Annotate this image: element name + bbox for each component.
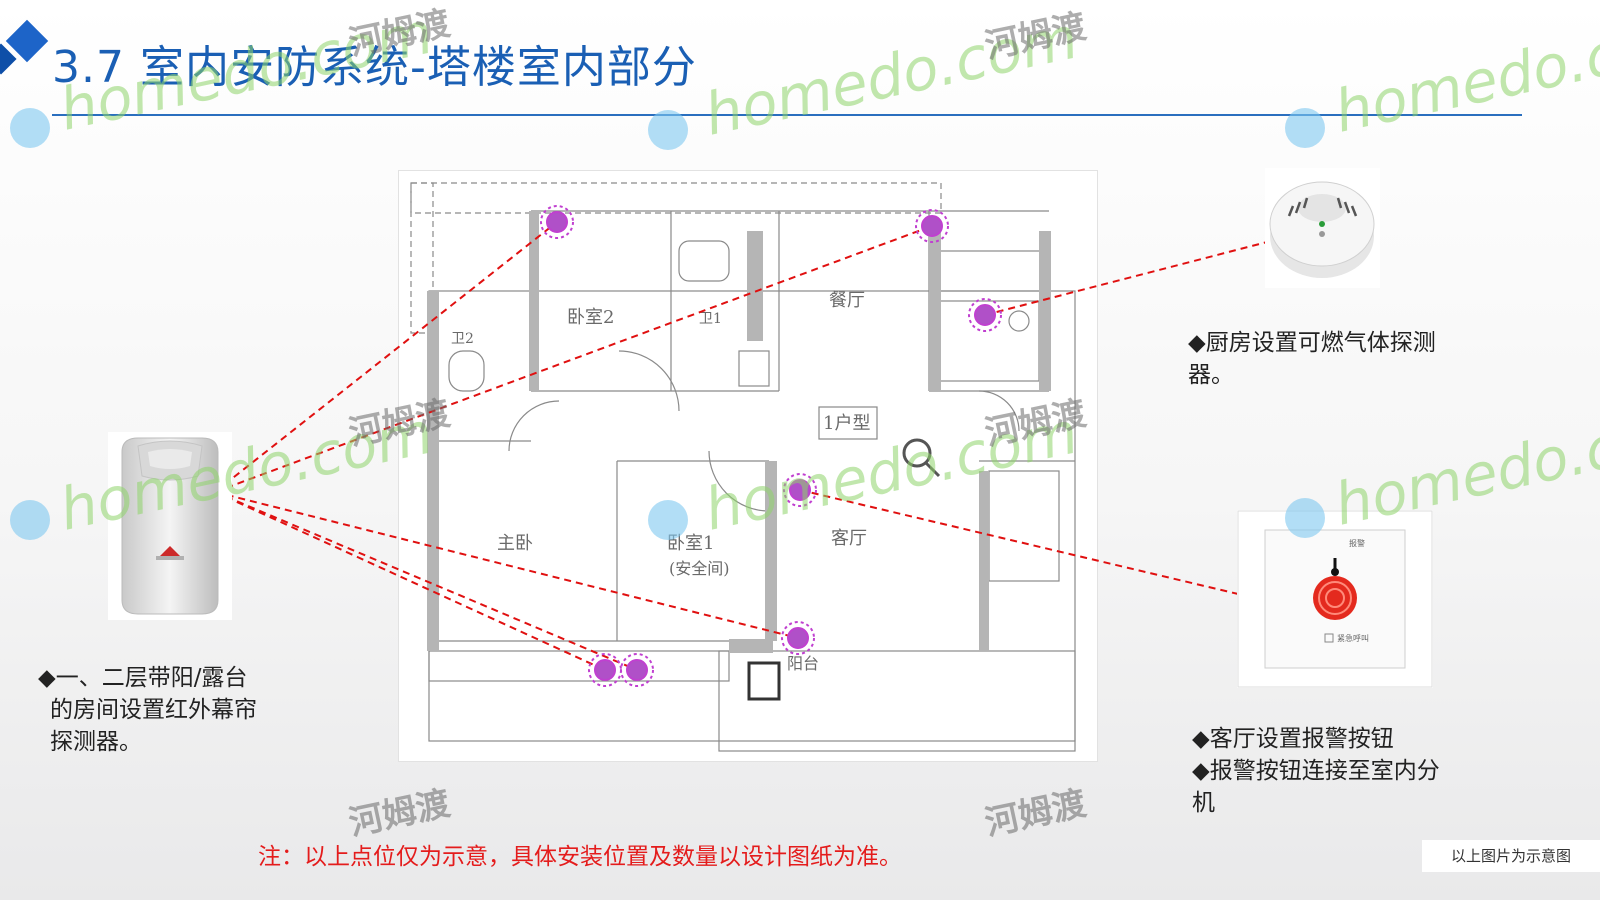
sensor-marker-bedroom1 (787, 627, 809, 649)
room-label-balcony: 阳台 (787, 654, 819, 673)
sample-image-badge: 以上图片为示意图 (1422, 840, 1600, 872)
emergency-alarm-button: 报警 紧急呼叫 (1237, 510, 1433, 688)
floor-plan-drawing: 卧室2 卫1 卫2 餐厅 1户型 主卧 卧室1 (安全间) 客厅 阳台 (410, 182, 1076, 752)
line-curtain-dining (214, 225, 933, 493)
room-label-bath2: 卫2 (451, 331, 474, 347)
caption-infrared-line3: 探测器。 (50, 729, 142, 755)
caption-alarm-line3: 机 (1192, 790, 1215, 816)
caption-alarm-line2: ◆报警按钮连接至室内分 (1192, 758, 1440, 784)
sensor-marker-master-b (626, 659, 648, 681)
room-label-bedroom2: 卧室2 (567, 307, 614, 328)
sensor-marker-bedroom2 (546, 211, 568, 233)
sensor-marker-living (789, 479, 811, 501)
title-rule (52, 114, 1522, 116)
caption-infrared-line2: 的房间设置红外幕帘 (50, 697, 257, 723)
alarm-bottom-label: 紧急呼叫 (1337, 633, 1369, 643)
gas-detector (1265, 168, 1380, 288)
infrared-curtain-detector (108, 432, 232, 620)
caption-infrared-line1: ◆一、二层带阳/露台 (38, 665, 248, 691)
sensor-marker-master-a (594, 659, 616, 681)
sensor-marker-kitchen (974, 304, 996, 326)
caption-gas-line1: ◆厨房设置可燃气体探测 (1188, 330, 1436, 356)
room-label-master: 主卧 (497, 533, 533, 554)
floor-plan: 卧室2 卫1 卫2 餐厅 1户型 主卧 卧室1 (安全间) 客厅 阳台 (398, 170, 1098, 762)
caption-alarm-line1: ◆客厅设置报警按钮 (1192, 726, 1394, 752)
line-alarm-button (799, 489, 1256, 599)
line-curtain-bedroom2 (214, 221, 558, 493)
disclaimer-note: 注：以上点位仅为示意，具体安装位置及数量以设计图纸为准。 (258, 844, 902, 870)
room-label-unit: 1户型 (823, 413, 870, 434)
room-label-living: 客厅 (831, 528, 867, 549)
caption-alarm: ◆客厅设置报警按钮 ◆报警按钮连接至室内分 机 (1192, 723, 1502, 819)
slide-title: 3.7 室内安防系统-塔楼室内部分 (52, 42, 697, 93)
line-curtain-master-b (214, 491, 638, 671)
line-curtain-master-a (214, 491, 606, 671)
room-label-bath1: 卫1 (699, 311, 722, 327)
alarm-top-label: 报警 (1349, 538, 1365, 548)
caption-gas-line2: 器。 (1188, 362, 1234, 388)
sensor-marker-dining (921, 215, 943, 237)
line-curtain-bedroom1 (214, 491, 799, 639)
caption-infrared: ◆一、二层带阳/露台 的房间设置红外幕帘 探测器。 (38, 662, 308, 758)
caption-gas: ◆厨房设置可燃气体探测 器。 (1188, 327, 1488, 391)
room-label-dining: 餐厅 (829, 290, 865, 311)
room-label-safe: (安全间) (669, 559, 730, 578)
magnifier-icon (902, 438, 941, 478)
line-gas-detector (984, 239, 1276, 316)
